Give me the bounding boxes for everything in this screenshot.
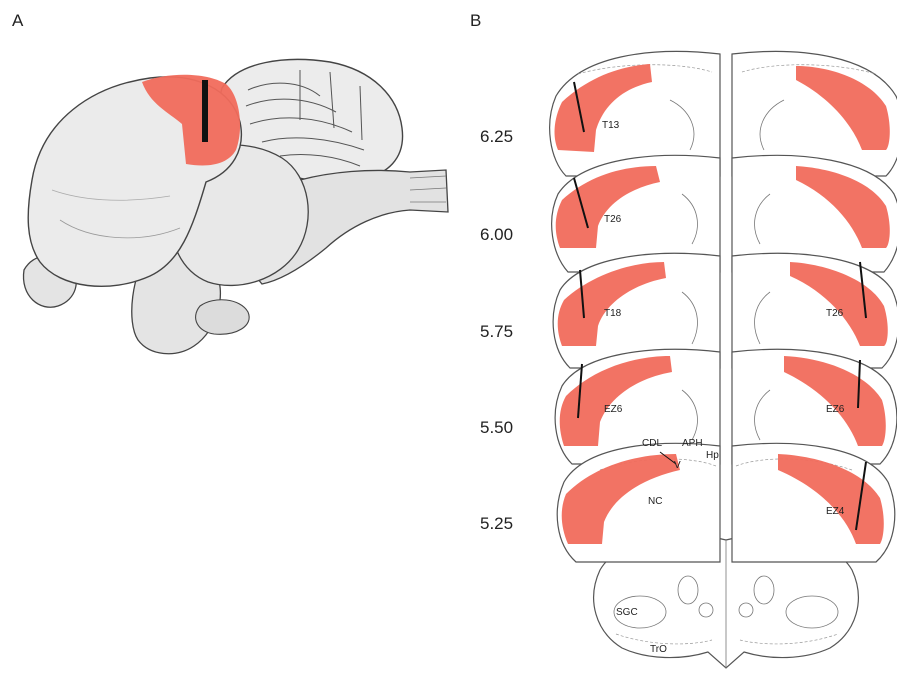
label-nc: NC [648,496,662,507]
panel-a-letter: A [12,11,24,30]
animal-label-left: T18 [604,308,622,319]
animal-label-left: EZ6 [604,404,623,415]
label-v: V [674,460,681,471]
animal-label-right: EZ4 [826,506,845,517]
pituitary [196,300,250,335]
animal-label-right: T26 [826,308,844,319]
depth-label: 5.75 [480,322,513,341]
brain-lateral-view [23,59,448,353]
label-aph: APH [682,438,703,449]
section-row-1: T13 [550,51,897,176]
animal-label-right: EZ6 [826,404,845,415]
section-row-2: T26 [552,155,897,272]
label-tro: TrO [650,644,667,655]
label-hp: Hp [706,450,719,461]
depth-label: 5.50 [480,418,513,437]
section-row-3: T18 T26 [553,253,897,368]
animal-label-left: T13 [602,120,620,131]
section-row-4: EZ6 EZ6 [555,349,897,464]
label-sgc: SGC [616,607,638,618]
animal-label-left: T26 [604,214,622,225]
depth-label: 5.25 [480,514,513,533]
panel-b-letter: B [470,11,481,30]
depth-label: 6.00 [480,225,513,244]
depth-label: 6.25 [480,127,513,146]
label-cdl: CDL [642,438,662,449]
